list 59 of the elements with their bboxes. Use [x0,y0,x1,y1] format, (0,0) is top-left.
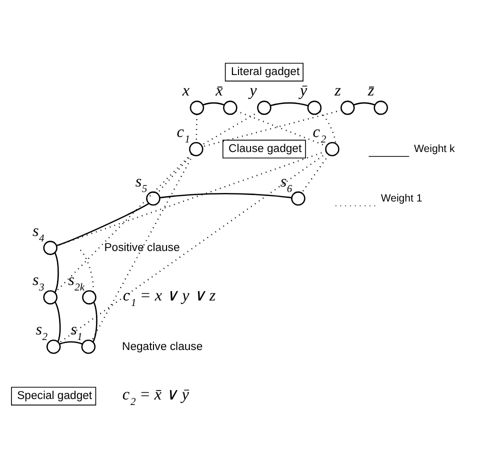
connector [270,102,308,106]
node-label: c$_{2}$ [312,122,326,146]
node-circle [307,100,322,115]
connector [59,341,83,345]
connector [56,150,326,246]
connector [201,111,260,146]
node-circle [189,142,204,156]
node-circle [374,100,388,115]
node-label: x̄ [216,82,223,100]
connector [202,110,342,148]
node-circle [46,340,61,354]
connector [56,203,150,246]
connector [156,154,193,194]
connector [54,252,59,293]
connector [160,193,292,198]
label: c$_{1}$ = x ∨ y ∨ z [122,286,216,310]
node-label: y [250,82,257,100]
node-label: ȳ [300,82,308,100]
connector [301,154,330,194]
node-circle [257,100,272,115]
node-label: s$_{2}$ [36,320,48,344]
connector [202,102,224,106]
node-circle [291,191,306,206]
connector [320,111,336,144]
node-circle [146,191,160,206]
connector [58,152,328,344]
node-box: Clause gadget [222,140,306,158]
legend-label: Weight 1 [380,192,422,204]
node-box: Literal gadget [224,62,304,82]
legend-label: Weight k [414,142,455,155]
node-circle [82,290,96,304]
node-label: z̄ [368,82,374,100]
node-circle [190,100,204,115]
label: c$_{2}$ = x̄ ∨ ȳ [122,385,189,408]
node-circle [43,240,58,256]
connector [90,154,194,342]
node-circle [81,340,96,354]
node-label: s$_{5}$ [135,172,148,195]
connector [54,302,61,342]
label: Negative clause [122,340,203,353]
node-circle [43,290,58,304]
node-label: s$_{1}$ [70,320,82,344]
connector [92,302,98,342]
node-circle [223,100,238,115]
node-circle [340,100,355,115]
connector [353,102,376,106]
node-label: c$_{1}$ [176,122,190,146]
node-circle [325,142,340,156]
connector [196,114,198,142]
node-label: z [334,82,341,100]
node-label: s$_{3}$ [32,271,44,294]
label: Positive clause [104,242,180,254]
connector [77,248,94,292]
node-box: Special gadget [11,386,96,406]
node-label: s$_{2k}$ [68,271,85,294]
node-label: s$_{4}$ [32,222,44,244]
node-label: s$_{6}$ [280,172,292,195]
node-label: x [182,82,190,100]
connector [54,154,192,293]
